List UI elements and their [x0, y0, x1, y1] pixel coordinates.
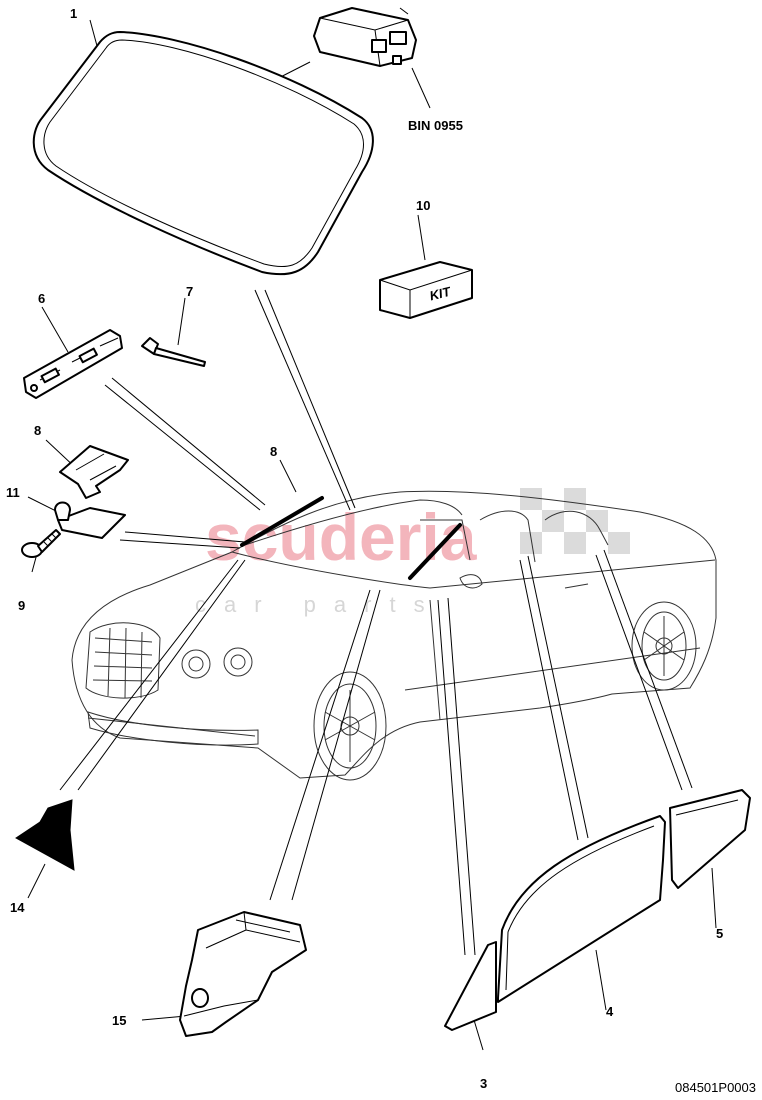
rivet	[141, 337, 206, 367]
callout-7: 7	[186, 284, 193, 299]
seal-profile	[59, 445, 129, 499]
windscreen-glass	[32, 31, 374, 276]
mirror-cover	[179, 911, 307, 1037]
black-pad	[15, 799, 75, 871]
windscreen-seal-on-car	[240, 496, 462, 580]
checker-flag-icon	[520, 488, 630, 554]
clip	[54, 501, 126, 539]
callout-6: 6	[38, 291, 45, 306]
rear-quarter-glass	[669, 789, 751, 889]
bin-label: BIN 0955	[408, 118, 463, 133]
kit-box: KIT	[379, 261, 473, 319]
quarter-glass-small	[444, 941, 497, 1031]
leader-lines	[27, 19, 717, 1051]
callouts: 1 10 7 6 8 8 11 9 14 15 3 4 5 BIN 0955 0…	[6, 6, 756, 1095]
callout-11: 11	[6, 485, 20, 500]
watermark-brand: scuderia	[205, 500, 478, 574]
rain-sensor	[313, 7, 417, 67]
callout-5: 5	[716, 926, 723, 941]
bracket	[23, 329, 123, 399]
callout-8b: 8	[270, 444, 277, 459]
door-glass	[497, 815, 666, 1003]
callout-14: 14	[10, 900, 25, 915]
callout-4: 4	[606, 1004, 614, 1019]
screw	[21, 529, 61, 558]
drawing-number: 084501P0003	[675, 1080, 756, 1095]
callout-9: 9	[18, 598, 25, 613]
callout-15: 15	[112, 1013, 126, 1028]
callout-3: 3	[480, 1076, 487, 1091]
watermark-sub: car parts	[195, 592, 443, 617]
kit-label: KIT	[428, 284, 453, 304]
watermark: scuderia car parts	[195, 488, 630, 617]
callout-1: 1	[70, 6, 77, 21]
car-outline	[71, 490, 717, 781]
callout-8a: 8	[34, 423, 41, 438]
callout-10: 10	[416, 198, 430, 213]
